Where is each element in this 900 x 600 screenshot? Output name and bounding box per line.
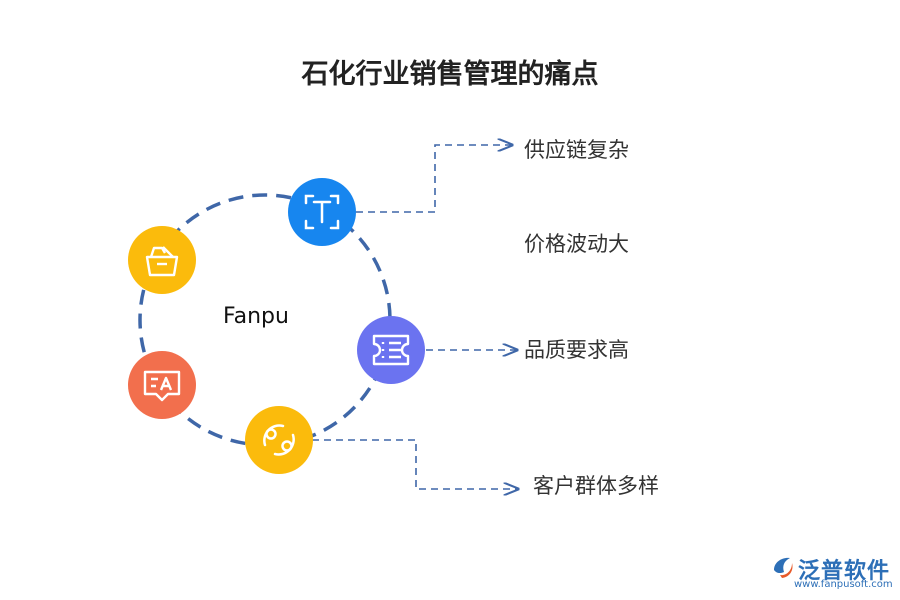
connector-supply-chain — [356, 145, 512, 213]
translate-message-icon — [143, 370, 181, 402]
node-translate-message — [128, 351, 196, 419]
logo-url: www.fanpusoft.com — [794, 579, 893, 590]
brand-logo: 泛普软件 www.fanpusoft.com — [770, 552, 895, 596]
ticket-list-icon — [372, 334, 410, 366]
pain-point-label: 供应链复杂 — [524, 138, 629, 162]
text-frame-icon — [304, 194, 340, 230]
pain-point-label: 价格波动大 — [524, 232, 629, 256]
connector-customers — [312, 439, 518, 489]
node-ticket-list — [357, 316, 425, 384]
diagram-title: 石化行业销售管理的痛点 — [301, 59, 599, 90]
logo-mark-icon — [774, 557, 793, 578]
center-label: Fanpu — [223, 304, 289, 329]
logo-name: 泛普软件 — [798, 559, 891, 584]
pain-point-label: 品质要求高 — [524, 338, 629, 362]
pain-point-label: 客户群体多样 — [533, 474, 659, 498]
node-folder-box — [128, 226, 196, 294]
node-link-cycle — [245, 406, 313, 474]
folder-box-icon — [145, 246, 179, 277]
link-cycle-icon — [263, 424, 295, 456]
node-text-frame — [288, 178, 356, 246]
